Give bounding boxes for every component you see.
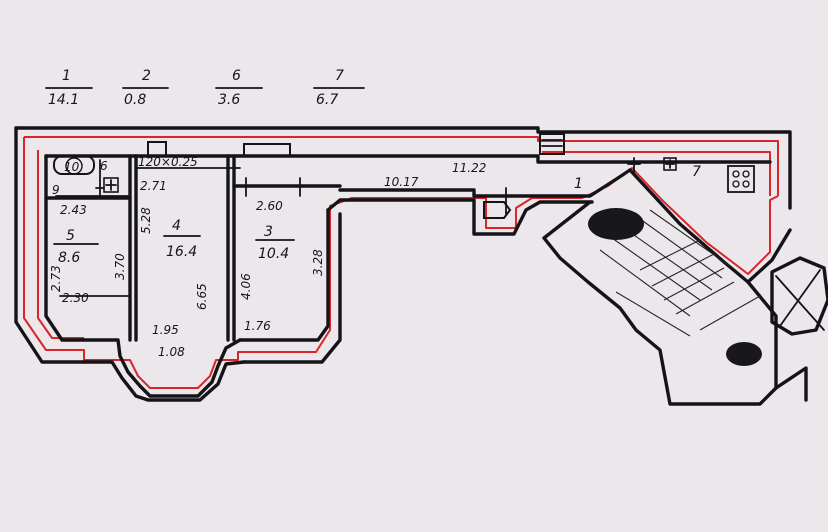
dim-328: 3.28	[311, 249, 325, 276]
wing-right-wall	[746, 280, 778, 390]
width-271-label: 2.71	[140, 179, 167, 193]
staircase-hatching	[599, 209, 761, 337]
room-10-label: 10	[64, 160, 80, 174]
staircase-outer-wall	[542, 200, 778, 406]
corridor-inner-wall	[338, 168, 632, 198]
wing-corner-wall	[774, 366, 808, 402]
sink-icon	[103, 177, 119, 193]
top-wall	[14, 126, 792, 210]
bathroom-fixtures	[53, 155, 755, 219]
room-3-label: 3	[264, 224, 273, 240]
legend-num-1: 1	[62, 68, 71, 84]
legend-num-7: 7	[335, 68, 344, 84]
window-marker	[147, 141, 167, 157]
toilet-icon	[483, 201, 512, 219]
dim-665: 6.65	[195, 283, 209, 310]
bay-window-outer	[82, 360, 246, 402]
corridor-length-1: 10.17	[384, 175, 419, 189]
room-5-area: 8.6	[58, 250, 80, 266]
corridor-length-2: 11.22	[452, 161, 486, 175]
sink-icon	[663, 157, 677, 171]
room-4-label: 4	[172, 218, 181, 234]
stove-icon	[727, 165, 755, 193]
width-195-label: 1.95	[152, 323, 179, 337]
room-7-label: 7	[692, 164, 701, 180]
width-176-label: 1.76	[244, 319, 271, 333]
room3-bottom-wall	[238, 208, 330, 342]
room-6-label: 6	[100, 159, 108, 173]
room-4-area: 16.4	[166, 244, 197, 260]
window-marker	[243, 143, 291, 157]
red-boundary-line	[23, 136, 779, 389]
room-9-label: 9	[52, 183, 60, 197]
wing-inner-wall	[628, 168, 792, 284]
width-260-label: 2.60	[256, 199, 283, 213]
room3-bottom-outer	[242, 212, 342, 364]
hex-bay-wall	[770, 256, 828, 336]
dim-273: 2.73	[49, 265, 63, 292]
corridor-bottom-wall	[326, 198, 594, 236]
width-230-label: 2.30	[62, 291, 89, 305]
left-inner-wall	[44, 154, 86, 342]
red-boundary-inner	[37, 150, 771, 339]
legend-area-7: 6.7	[316, 92, 338, 108]
room-1-label: 1	[574, 176, 583, 192]
top-inner-wall	[44, 154, 772, 164]
legend-area-6: 3.6	[218, 92, 240, 108]
room-10-circle	[65, 157, 83, 175]
dim-406: 4.06	[239, 273, 253, 300]
interior-walls	[44, 154, 342, 342]
bay-window-wall	[82, 338, 242, 398]
door-size-label: 120×0.25	[138, 155, 198, 169]
width-243-label: 2.43	[60, 203, 87, 217]
entrance-stairs	[539, 133, 565, 155]
room-3-area: 10.4	[258, 246, 289, 262]
room-labels: 10 6 120×0.25 9 2.43 5 8.6 2.71 4 16.4 2…	[52, 155, 701, 359]
hex-bay-cross	[775, 269, 825, 331]
bay-108-label: 1.08	[158, 345, 185, 359]
left-wall	[14, 126, 86, 364]
room-5-label: 5	[66, 228, 75, 244]
vertical-dimensions: 2.73 3.70 5.28 6.65 4.06 3.28	[49, 207, 325, 310]
dim-528: 5.28	[139, 207, 153, 234]
outer-walls	[14, 126, 828, 406]
scribble-mark	[726, 342, 762, 366]
legend: 1 14.1 2 0.8 6 3.6 7 6.7	[45, 68, 365, 108]
legend-num-2: 2	[142, 68, 151, 84]
dim-370: 3.70	[113, 253, 127, 280]
legend-area-1: 14.1	[48, 92, 79, 108]
scribble-mark	[588, 208, 644, 240]
legend-num-6: 6	[232, 68, 241, 84]
legend-area-2: 0.8	[124, 92, 146, 108]
